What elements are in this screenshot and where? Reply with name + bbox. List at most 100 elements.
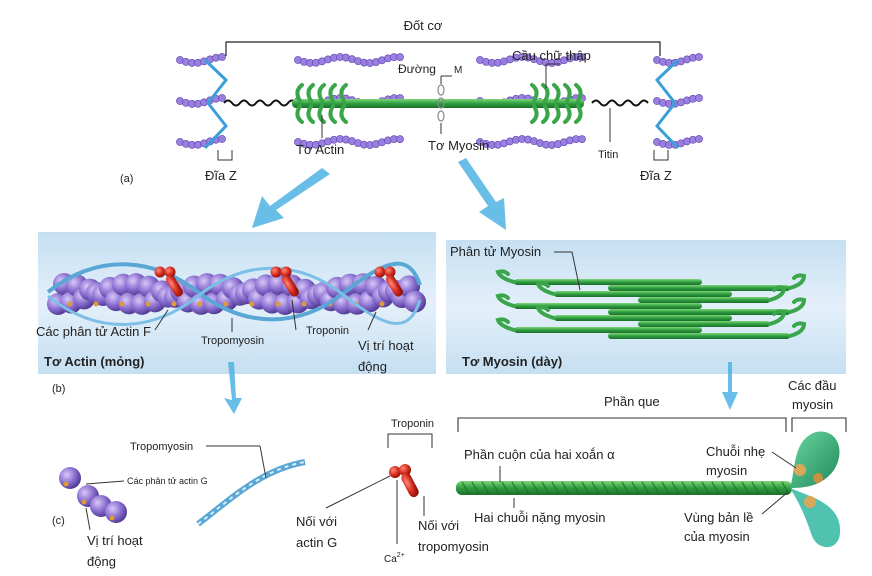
myosin-panel-title: Tơ Myosin (dày) [462,354,562,369]
troponin-tail [281,274,299,297]
rod-label: Phần que [604,394,660,409]
rod-twist [521,481,530,495]
arrow-to-actin [252,168,330,228]
actin-helix [47,273,426,315]
arrow-to-myosin [458,158,506,230]
myosin-molecule-head [535,305,556,320]
active-site-dot [249,301,255,307]
myosin-bundle [495,269,807,339]
rod-twist [501,481,510,495]
rod-twist [631,481,640,495]
rod-twist [471,481,480,495]
rod-twist [731,481,740,495]
actin-bead [695,135,703,143]
rod-twist [571,481,580,495]
actin-bead [578,135,586,144]
z-disc-right [654,58,680,150]
actin-panel-title: Tơ Actin (mỏng) [44,354,144,369]
rod-twist [651,481,660,495]
myosin-head-up [328,83,337,103]
tropomyosin-strand-a [46,261,422,322]
myosin-heads [295,83,583,124]
rod-twist [581,481,590,495]
rod-twist [511,481,520,495]
myosin-molecule-rod-right [608,309,790,315]
rod-twist [561,481,570,495]
troponin-tail [385,274,403,297]
troponin-ball [164,266,176,278]
actin-bead [218,94,226,102]
myosin-head-down [328,104,337,124]
myosin-molecule-head [495,269,516,284]
myosin-molecule-head [788,321,807,338]
rod-twist [691,481,700,495]
hinge-label-1: Vùng bản lề [684,510,753,525]
rod-twist [761,481,770,495]
sarcomere-bracket [225,41,661,56]
troponin-complexes [154,266,403,297]
light-chain-label-2: myosin [706,463,747,478]
myosin-molecule-head [495,293,516,308]
myosin-molecule-rod-right [638,321,770,327]
active-site-label-2: động [358,359,387,374]
rod-twist [461,481,470,495]
active-site-bottom-2: động [87,554,116,569]
panel-b-label: (b) [52,383,65,395]
bind-actin-1: Nối với [296,514,337,529]
active-site-dot [67,301,73,307]
myosin-head-up [317,83,326,103]
myosin-head-down [541,104,550,124]
g-actin-label: Các phân tử actin G [127,476,208,486]
sarcomere-diagram: Đốt cơ Đường M Cầu chữ thập Tơ Actin Tơ … [120,18,703,230]
active-site-dot [171,301,177,307]
myosin-head-up [541,83,550,103]
rod-twist [621,481,630,495]
rod-twist [661,481,670,495]
panel-c-label: (c) [52,515,65,527]
rod-twist [491,481,500,495]
myosin-head-down [574,104,583,124]
active-site-dot [145,301,151,307]
myosin-molecule-rod-left [554,291,732,297]
myosin-head-up [295,83,304,103]
myosin-head-down [563,104,572,124]
myosin-molecule-head [535,281,556,296]
rod-twist [531,481,540,495]
components-panel: Tropomyosin Các phân tử actin G Vị trí h… [52,378,847,569]
myosin-molecule-head [768,309,787,326]
tropomyosin-bottom-label: Tropomyosin [130,441,193,453]
tropomyosin-strand [196,459,306,527]
rod-twist [751,481,760,495]
titin-label: Titin [598,149,618,161]
actin-filament-label: Tơ Actin [296,142,344,157]
titin-right [591,99,649,107]
active-site-dot [301,301,307,307]
rod-twist [611,481,620,495]
rod-twist [481,481,490,495]
myosin-molecule-head [495,317,516,332]
actin-bead [695,53,703,61]
panel-a-label: (a) [120,173,133,185]
myosin-head-up [306,83,315,103]
z-disc-left [203,58,229,150]
myosin-molecule-rod-left [554,315,732,321]
myosin-molecule-head [788,297,807,314]
troponin-label: Troponin [306,325,349,337]
myosin-head-up [574,83,583,103]
actin-bead [218,53,226,61]
rod-twist [741,481,750,495]
rod-twist [591,481,600,495]
active-site-bottom-1: Vị trí hoạt [87,533,143,548]
actin-bead [218,135,226,143]
active-site-dot [197,301,203,307]
myosin-head-up [530,83,539,103]
heads-label-1: Các đầu [788,378,836,393]
troponin-bottom-label: Troponin [391,418,434,430]
actin-bead [396,53,404,62]
rod-twist [551,481,560,495]
active-site-dot [275,301,281,307]
myosin-molecule-head [768,285,787,302]
troponin-ball [154,266,166,278]
tropomyosin-strand-b [47,266,422,326]
